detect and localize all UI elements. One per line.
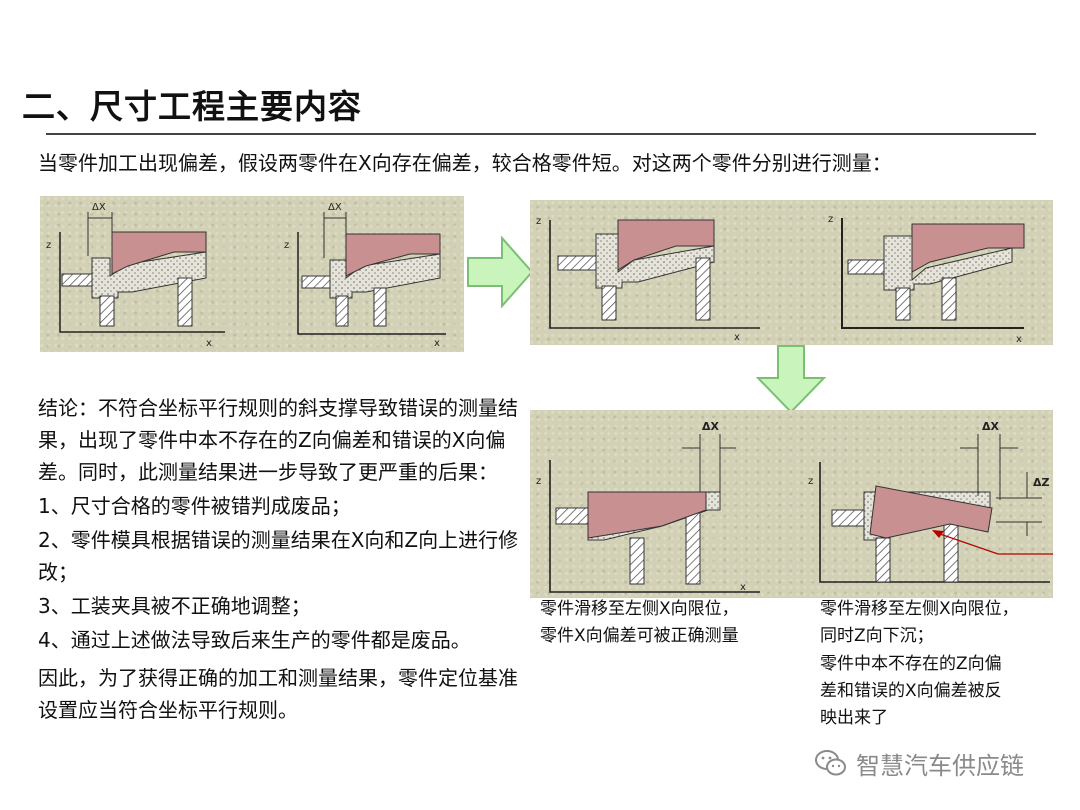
part-shape [111,231,207,275]
caption-left-line-1: 零件滑移至左侧X向限位， [540,599,739,619]
page-title: 二、尺寸工程主要内容 [22,87,362,126]
caption-left-line-2: 零件X向偏差可被正确测量 [540,626,739,646]
diagram-panel-initial: z x ΔX z x ΔX [40,196,464,352]
left-stop [61,273,95,287]
part-shape [345,233,441,277]
support-pin-left [629,537,645,585]
diagram-panel-measured: z x z x [530,200,1053,345]
scene-c: z x [536,216,760,343]
watermark: 智慧汽车供应链 [814,745,1024,781]
support-pin-left [601,285,617,321]
consequence-item-1: 1、尺寸合格的零件被错判成废品； [38,494,351,518]
scene-f: z ΔX ΔZ [808,420,1053,583]
arrow-down-icon [756,345,826,414]
delta-x-label: ΔX [982,420,1000,433]
caption-right-b-line-2: 差和错误的X向偏差被反 [820,681,1002,701]
conclusion-paragraph: 结论：不符合坐标平行规则的斜支撑导致错误的测量结果，出现了零件中本不存在的Z向偏… [38,396,518,484]
consequence-item-4: 4、通过上述做法导致后来生产的零件都是废品。 [38,628,471,652]
caption-right-b-line-1: 零件中本不存在的Z向偏 [820,654,1002,674]
left-stop [847,259,887,275]
left-stop [555,507,591,525]
diagram-initial-svg: z x ΔX z x ΔX [46,202,446,349]
caption-left: 零件滑移至左侧X向限位， 零件X向偏差可被正确测量 [540,596,739,650]
delta-x-label: ΔX [328,202,342,213]
x-axis-label: x [734,332,740,343]
scene-b: z x ΔX [284,202,446,349]
consequence-item-2: 2、零件模具根据错误的测量结果在X向和Z向上进行修改； [38,528,519,584]
support-pin-left [335,295,349,327]
left-stop [301,275,331,289]
support-pin-right [373,287,387,327]
x-axis-label: x [1016,334,1022,345]
z-axis-label: z [828,214,833,225]
scene-a: z x ΔX [46,202,225,349]
watermark-text: 智慧汽车供应链 [856,751,1024,780]
caption-right-a-line-1: 零件滑移至左侧X向限位， [820,599,1019,619]
delta-x-label: ΔX [702,420,720,433]
x-axis-label: x [740,582,746,593]
wechat-icon [815,750,846,776]
arrow-right-icon [467,236,534,308]
scene-e: z x ΔX [536,420,760,593]
x-axis-label: x [206,338,212,349]
delta-z-label: ΔZ [1033,476,1050,489]
delta-x-label: ΔX [92,202,106,213]
caption-right-a: 零件滑移至左侧X向限位， 同时Z向下沉； [820,596,1019,650]
z-axis-label: z [46,240,51,251]
support-pin-right [695,257,711,321]
scene-d: z x [828,214,1025,345]
support-pin-right [177,277,193,327]
pointer-arrowhead [932,530,944,538]
left-stop [557,255,599,271]
left-stop [831,509,865,527]
intro-text: 当零件加工出现偏差，假设两零件在X向存在偏差，较合格零件短。对这两个零件分别进行… [38,151,892,175]
caption-right-a-line-2: 同时Z向下沉； [820,626,934,646]
support-pin-left [895,287,911,321]
support-pin-left [99,295,115,327]
diagram-result-svg: z x ΔX z ΔX [536,420,1053,593]
part-shape [911,223,1025,273]
diagram-measured-svg: z x z x [536,214,1025,345]
support-pin-left [875,537,891,583]
z-axis-label: z [536,476,541,487]
conclusion-final: 因此，为了获得正确的加工和测量结果，零件定位基准设置应当符合坐标平行规则。 [38,666,518,722]
diagram-panel-result: z x ΔX z ΔX [530,410,1053,598]
x-axis-label: x [434,338,440,349]
part-shape [617,219,715,271]
support-pin-right [943,517,959,583]
support-pin-right [685,509,701,585]
title-divider [46,133,1036,135]
caption-right-b-line-3: 映出来了 [820,708,888,728]
part-shape-tilted [869,485,993,539]
z-axis-label: z [536,216,541,227]
z-axis-label: z [808,476,813,487]
conclusion-block: 结论：不符合坐标平行规则的斜支撑导致错误的测量结果，出现了零件中本不存在的Z向偏… [38,392,528,726]
consequence-item-3: 3、工装夹具被不正确地调整； [38,594,311,618]
part-shape [587,491,707,539]
caption-right-b: 零件中本不存在的Z向偏 差和错误的X向偏差被反 映出来了 [820,651,1002,732]
z-axis-label: z [284,240,289,251]
support-pin-right [941,277,957,321]
